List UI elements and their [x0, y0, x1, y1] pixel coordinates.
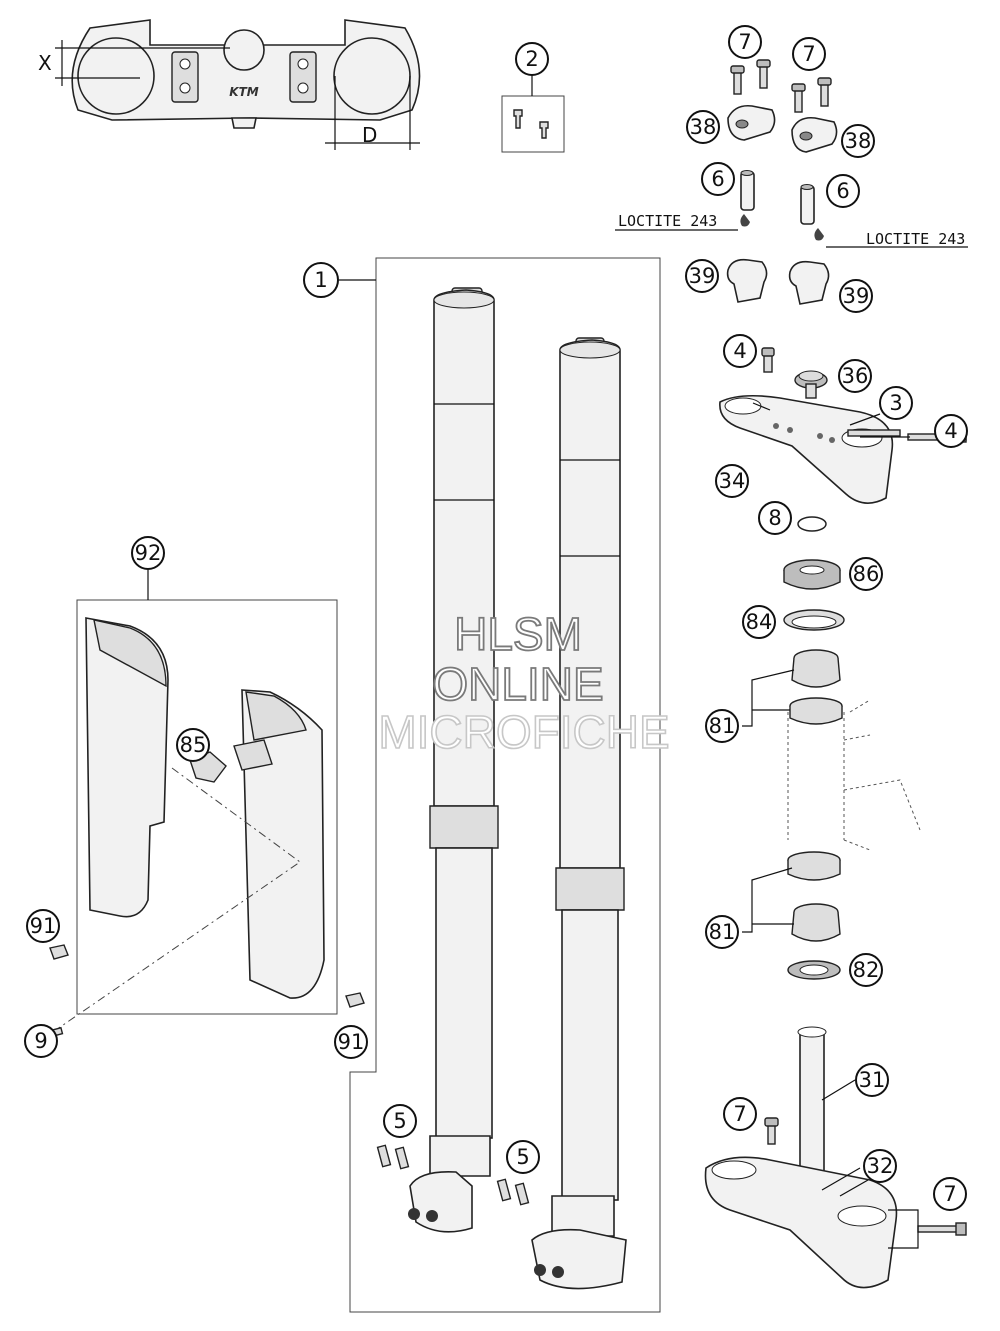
watermark-line-3: MICROFICHE: [378, 706, 669, 758]
callout-9: 9: [24, 1024, 58, 1058]
callout-84: 84: [742, 605, 776, 639]
callout-6a: 6: [701, 162, 735, 196]
callout-38b: 38: [841, 124, 875, 158]
callout-7c: 7: [723, 1097, 757, 1131]
callout-4b: 4: [934, 414, 968, 448]
triple-clamp-top-view: KTM X D: [38, 19, 421, 150]
svg-text:7: 7: [943, 1182, 956, 1206]
svg-text:92: 92: [135, 541, 162, 565]
svg-text:1: 1: [314, 268, 327, 292]
callout-91a: 91: [26, 909, 60, 943]
callout-82: 82: [849, 953, 883, 987]
part-5-bolts: [376, 1144, 530, 1206]
fork-leg-right: [531, 337, 627, 1290]
callout-39b: 39: [839, 279, 873, 313]
watermark: HLSM ONLINE MICROFICHE: [378, 607, 671, 759]
fork-assembly-frame: [349, 257, 661, 1313]
svg-text:85: 85: [180, 733, 207, 757]
upper-triple-clamp: [719, 347, 967, 532]
svg-text:32: 32: [867, 1154, 894, 1178]
callout-6b: 6: [826, 174, 860, 208]
svg-text:8: 8: [768, 506, 781, 530]
svg-text:36: 36: [842, 364, 869, 388]
svg-text:5: 5: [516, 1145, 529, 1169]
callout-39a: 39: [685, 259, 719, 293]
callout-7d: 7: [933, 1177, 967, 1211]
callout-34: 34: [715, 464, 749, 498]
svg-text:81: 81: [709, 920, 736, 944]
svg-text:86: 86: [853, 562, 880, 586]
callout-36: 36: [838, 359, 872, 393]
svg-text:38: 38: [845, 129, 872, 153]
callout-7a: 7: [728, 25, 762, 59]
callout-5a: 5: [383, 1104, 417, 1138]
svg-text:9: 9: [34, 1029, 47, 1053]
svg-text:7: 7: [802, 42, 815, 66]
callout-4a: 4: [723, 334, 757, 368]
svg-text:31: 31: [859, 1068, 886, 1092]
fork-guards: [42, 617, 365, 1040]
svg-text:39: 39: [689, 264, 716, 288]
svg-text:7: 7: [738, 30, 751, 54]
svg-text:91: 91: [30, 914, 57, 938]
svg-text:6: 6: [711, 167, 724, 191]
callout-86: 86: [849, 557, 883, 591]
fork-leg-left: [408, 287, 499, 1233]
loctite-label-right: LOCTITE 243: [866, 230, 965, 248]
svg-text:2: 2: [525, 47, 538, 71]
watermark-line-1: HLSM: [454, 608, 582, 660]
callout-3: 3: [879, 386, 913, 420]
part-2-screws: [501, 74, 565, 153]
callout-81b: 81: [705, 915, 739, 949]
svg-text:7: 7: [733, 1102, 746, 1126]
callout-2: 2: [515, 42, 549, 76]
callout-92: 92: [131, 536, 165, 570]
callout-31: 31: [855, 1063, 889, 1097]
callout-5b: 5: [506, 1140, 540, 1174]
svg-text:34: 34: [719, 469, 746, 493]
callout-7b: 7: [792, 37, 826, 71]
svg-text:39: 39: [843, 284, 870, 308]
handlebar-clamp-group: LOCTITE 243 LOCTITE 243: [615, 59, 968, 305]
callout-85: 85: [176, 728, 210, 762]
svg-text:4: 4: [944, 419, 957, 443]
callout-38a: 38: [686, 110, 720, 144]
callout-32: 32: [863, 1149, 897, 1183]
svg-text:3: 3: [889, 391, 902, 415]
dimension-d-label: D: [362, 123, 377, 147]
svg-text:84: 84: [746, 610, 773, 634]
lower-triple-clamp: [704, 1026, 967, 1289]
loctite-label-left: LOCTITE 243: [618, 212, 717, 230]
callout-leaders: [752, 402, 881, 1197]
fork-guard-frame: [76, 599, 338, 1015]
svg-text:82: 82: [853, 958, 880, 982]
callout-81a: 81: [705, 709, 739, 743]
callout-1: 1: [303, 262, 339, 298]
watermark-line-2: ONLINE: [432, 658, 603, 710]
svg-text:6: 6: [836, 179, 849, 203]
steering-bearing-stack: [742, 559, 921, 980]
svg-text:81: 81: [709, 714, 736, 738]
callout-91b: 91: [334, 1025, 368, 1059]
svg-text:38: 38: [690, 115, 717, 139]
svg-text:4: 4: [733, 339, 746, 363]
svg-text:KTM: KTM: [229, 85, 258, 99]
svg-text:5: 5: [393, 1109, 406, 1133]
callouts: 1 2 7 7 38 38 6 6 39 39 4 36 3 4 34 8 86…: [24, 25, 968, 1211]
callout-8: 8: [758, 501, 792, 535]
svg-text:91: 91: [338, 1030, 365, 1054]
dimension-x-label: X: [38, 51, 52, 75]
